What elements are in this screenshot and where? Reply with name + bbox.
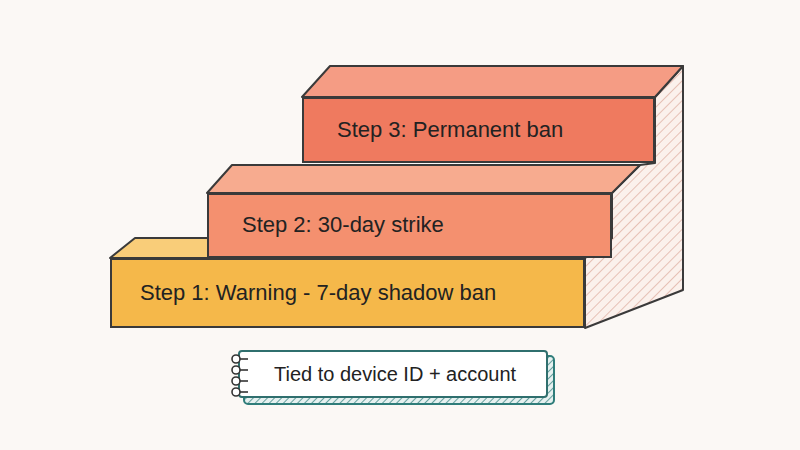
step-label: Step 3: Permanent ban xyxy=(337,117,563,143)
step-block: Step 1: Warning - 7-day shadow ban xyxy=(110,258,585,328)
step-top-face xyxy=(302,66,683,97)
step-block: Step 2: 30-day strike xyxy=(207,193,612,258)
step-label: Step 2: 30-day strike xyxy=(242,212,444,238)
step-label: Tied to device ID + account xyxy=(274,362,516,386)
step-label: Step 1: Warning - 7-day shadow ban xyxy=(140,280,496,306)
note-box: Tied to device ID + account xyxy=(238,350,548,398)
step-block: Step 3: Permanent ban xyxy=(302,97,655,163)
step-top-face xyxy=(207,165,640,193)
